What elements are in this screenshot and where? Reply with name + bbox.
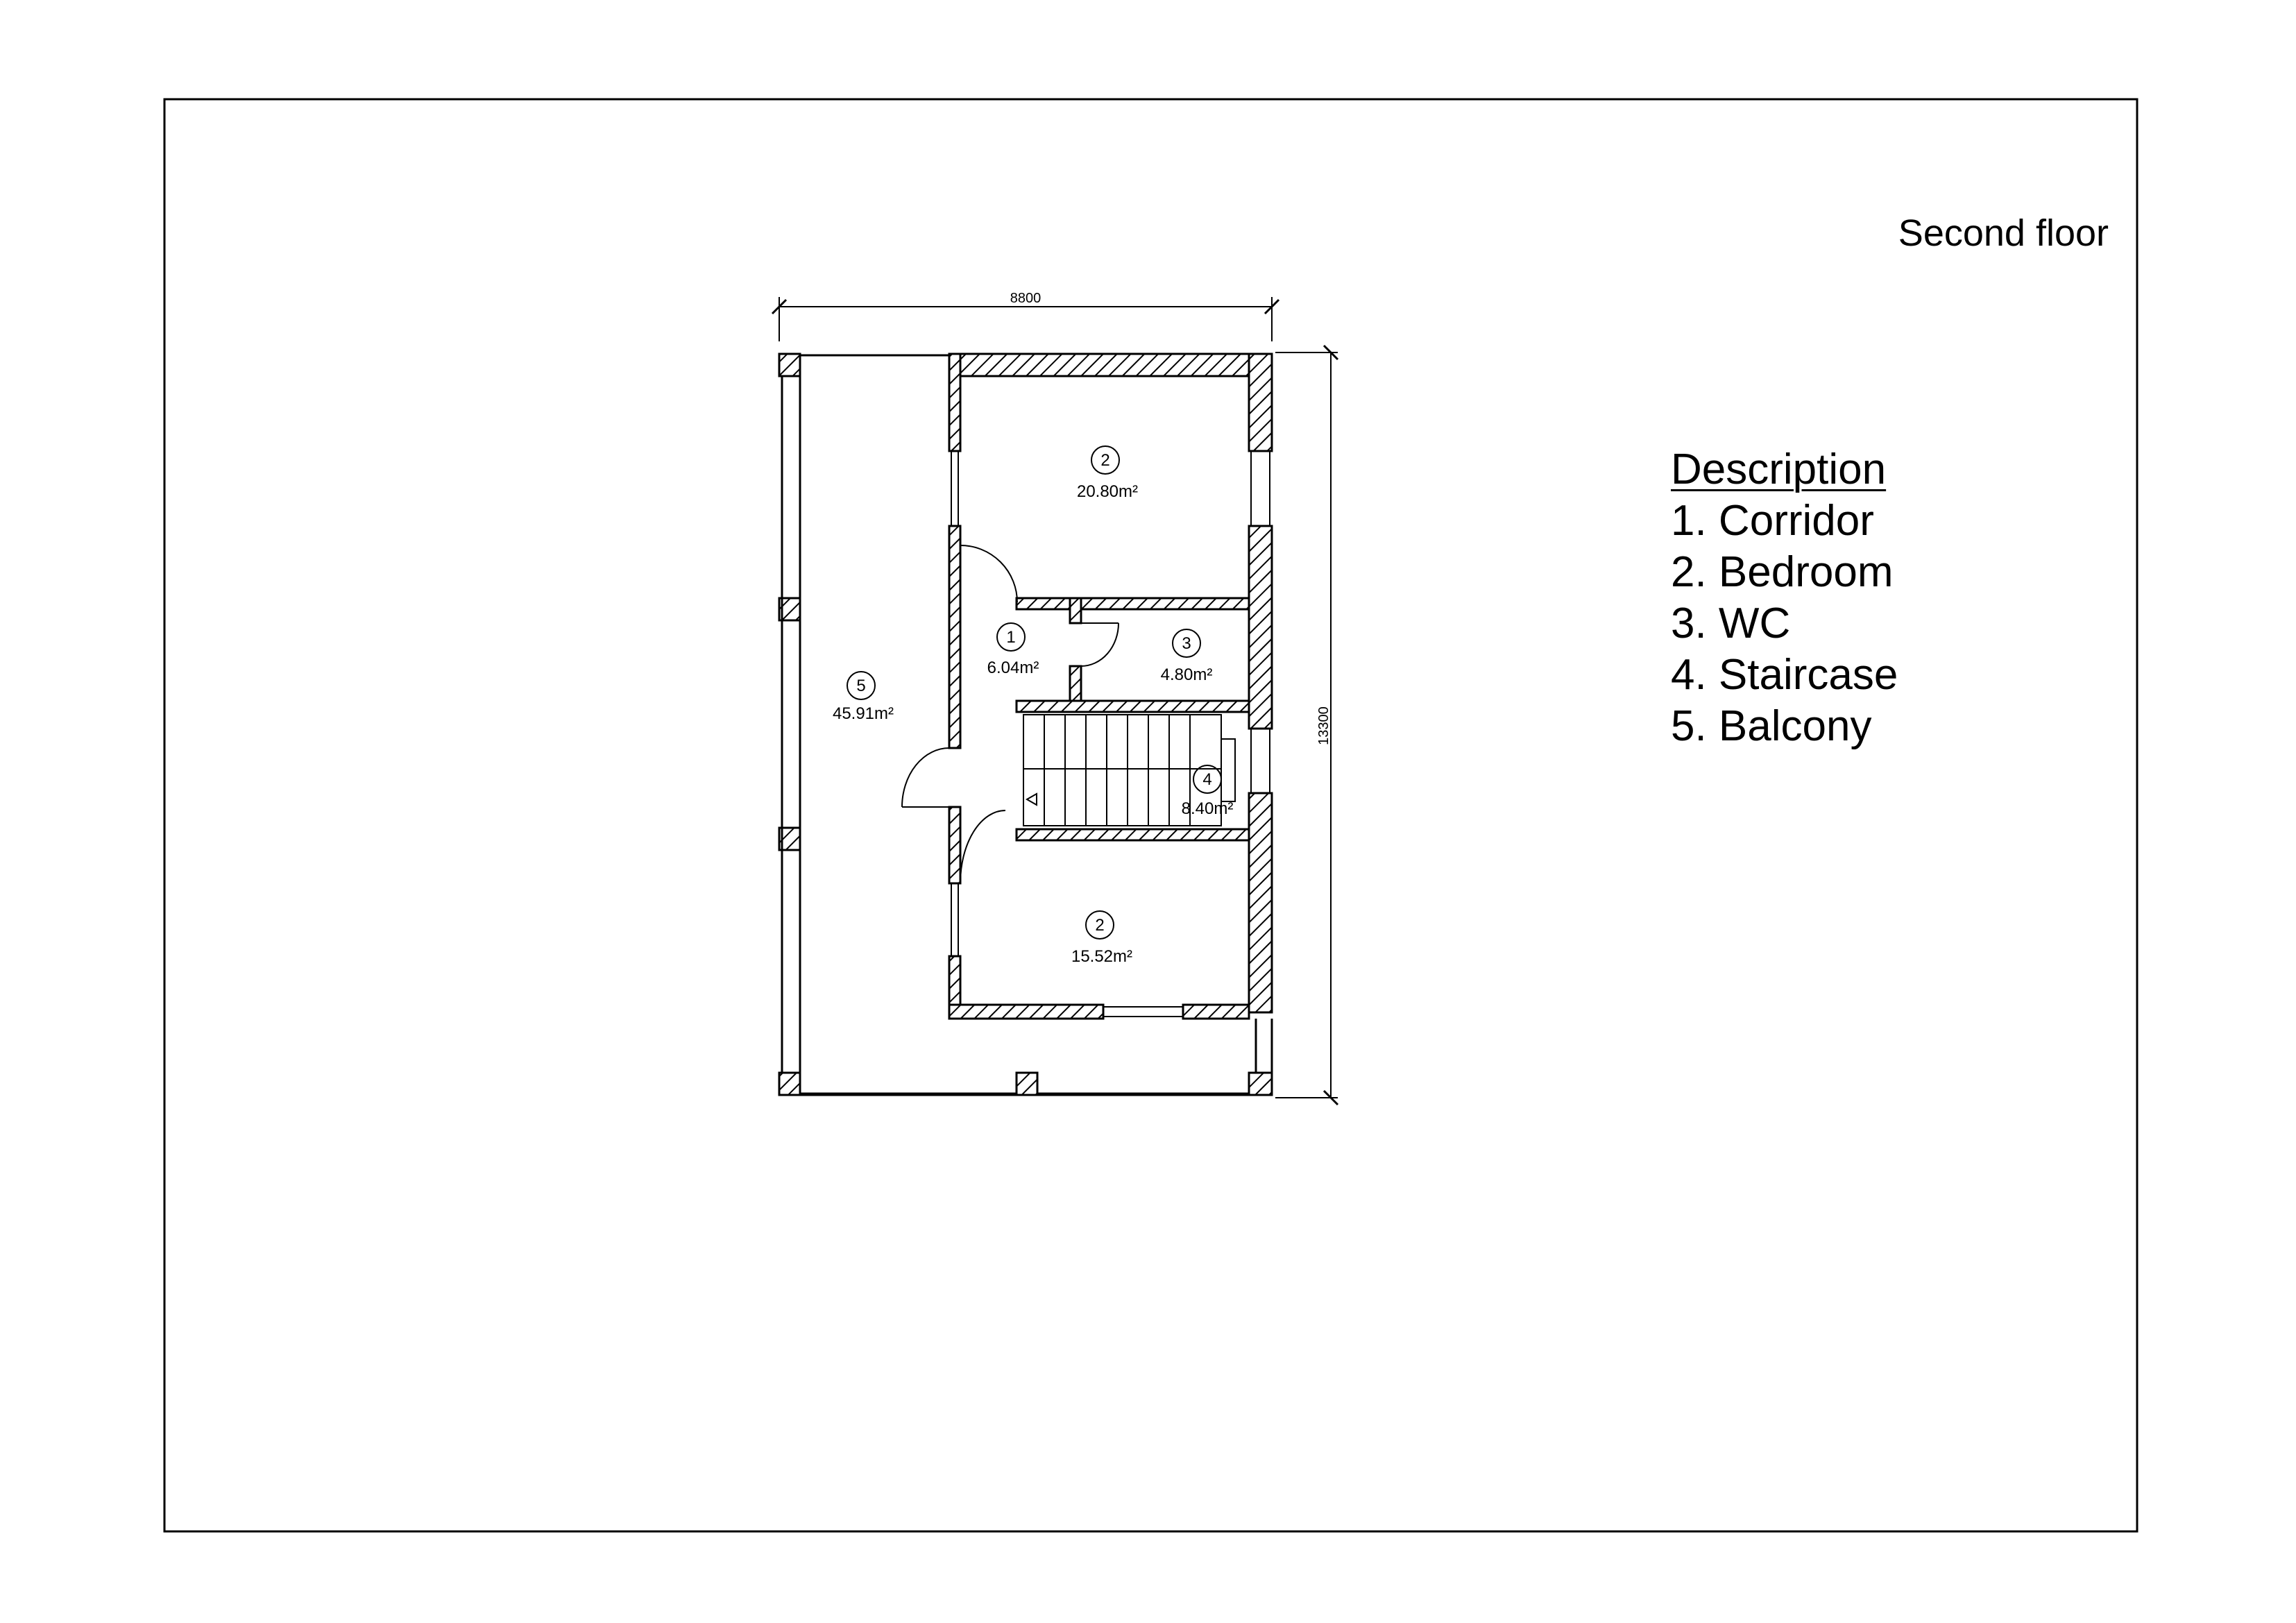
legend-item: 3. WC (1671, 600, 1791, 647)
legend-item: 5. Balcony (1671, 702, 1872, 750)
staircase (1023, 714, 1236, 826)
dimension-depth (1275, 344, 1339, 1106)
svg-text:8.40m²: 8.40m² (1182, 799, 1234, 818)
drawing-frame (163, 98, 2138, 1533)
legend-item: 1. Corridor (1671, 497, 1874, 545)
dimension-width-label: 8800 (1010, 291, 1041, 306)
svg-text:4: 4 (1202, 770, 1211, 789)
room-label-balcony: 5 45.91m² (833, 671, 894, 723)
dimension-width (771, 297, 1280, 341)
svg-text:3: 3 (1182, 634, 1191, 653)
svg-text:2: 2 (1095, 916, 1104, 935)
svg-text:15.52m²: 15.52m² (1071, 947, 1132, 966)
walls (778, 352, 1273, 1096)
room-label-bedroom-lower: 2 15.52m² (1071, 910, 1132, 966)
room-label-staircase: 4 8.40m² (1182, 765, 1234, 818)
svg-text:20.80m²: 20.80m² (1077, 482, 1138, 501)
svg-text:2: 2 (1100, 451, 1109, 470)
legend-item: 2. Bedroom (1671, 548, 1894, 596)
doors (901, 545, 1119, 884)
windows (951, 451, 1270, 1017)
svg-text:1: 1 (1006, 628, 1015, 647)
svg-text:6.04m²: 6.04m² (987, 658, 1039, 677)
dimension-depth-label: 13300 (1316, 706, 1332, 745)
balcony-outline (781, 354, 1273, 1096)
legend-title: Description (1671, 445, 1887, 493)
room-label-bedroom-upper: 2 20.80m² (1077, 445, 1138, 501)
legend: Description 1. Corridor 2. Bedroom 3. WC… (1671, 444, 1898, 752)
svg-text:45.91m²: 45.91m² (833, 704, 894, 723)
svg-text:4.80m²: 4.80m² (1161, 665, 1213, 684)
legend-item: 4. Staircase (1671, 651, 1898, 699)
svg-text:5: 5 (856, 677, 865, 695)
page-title: Second floor (1898, 212, 2109, 254)
room-label-corridor: 1 6.04m² (987, 622, 1039, 677)
room-label-wc: 3 4.80m² (1161, 629, 1213, 684)
